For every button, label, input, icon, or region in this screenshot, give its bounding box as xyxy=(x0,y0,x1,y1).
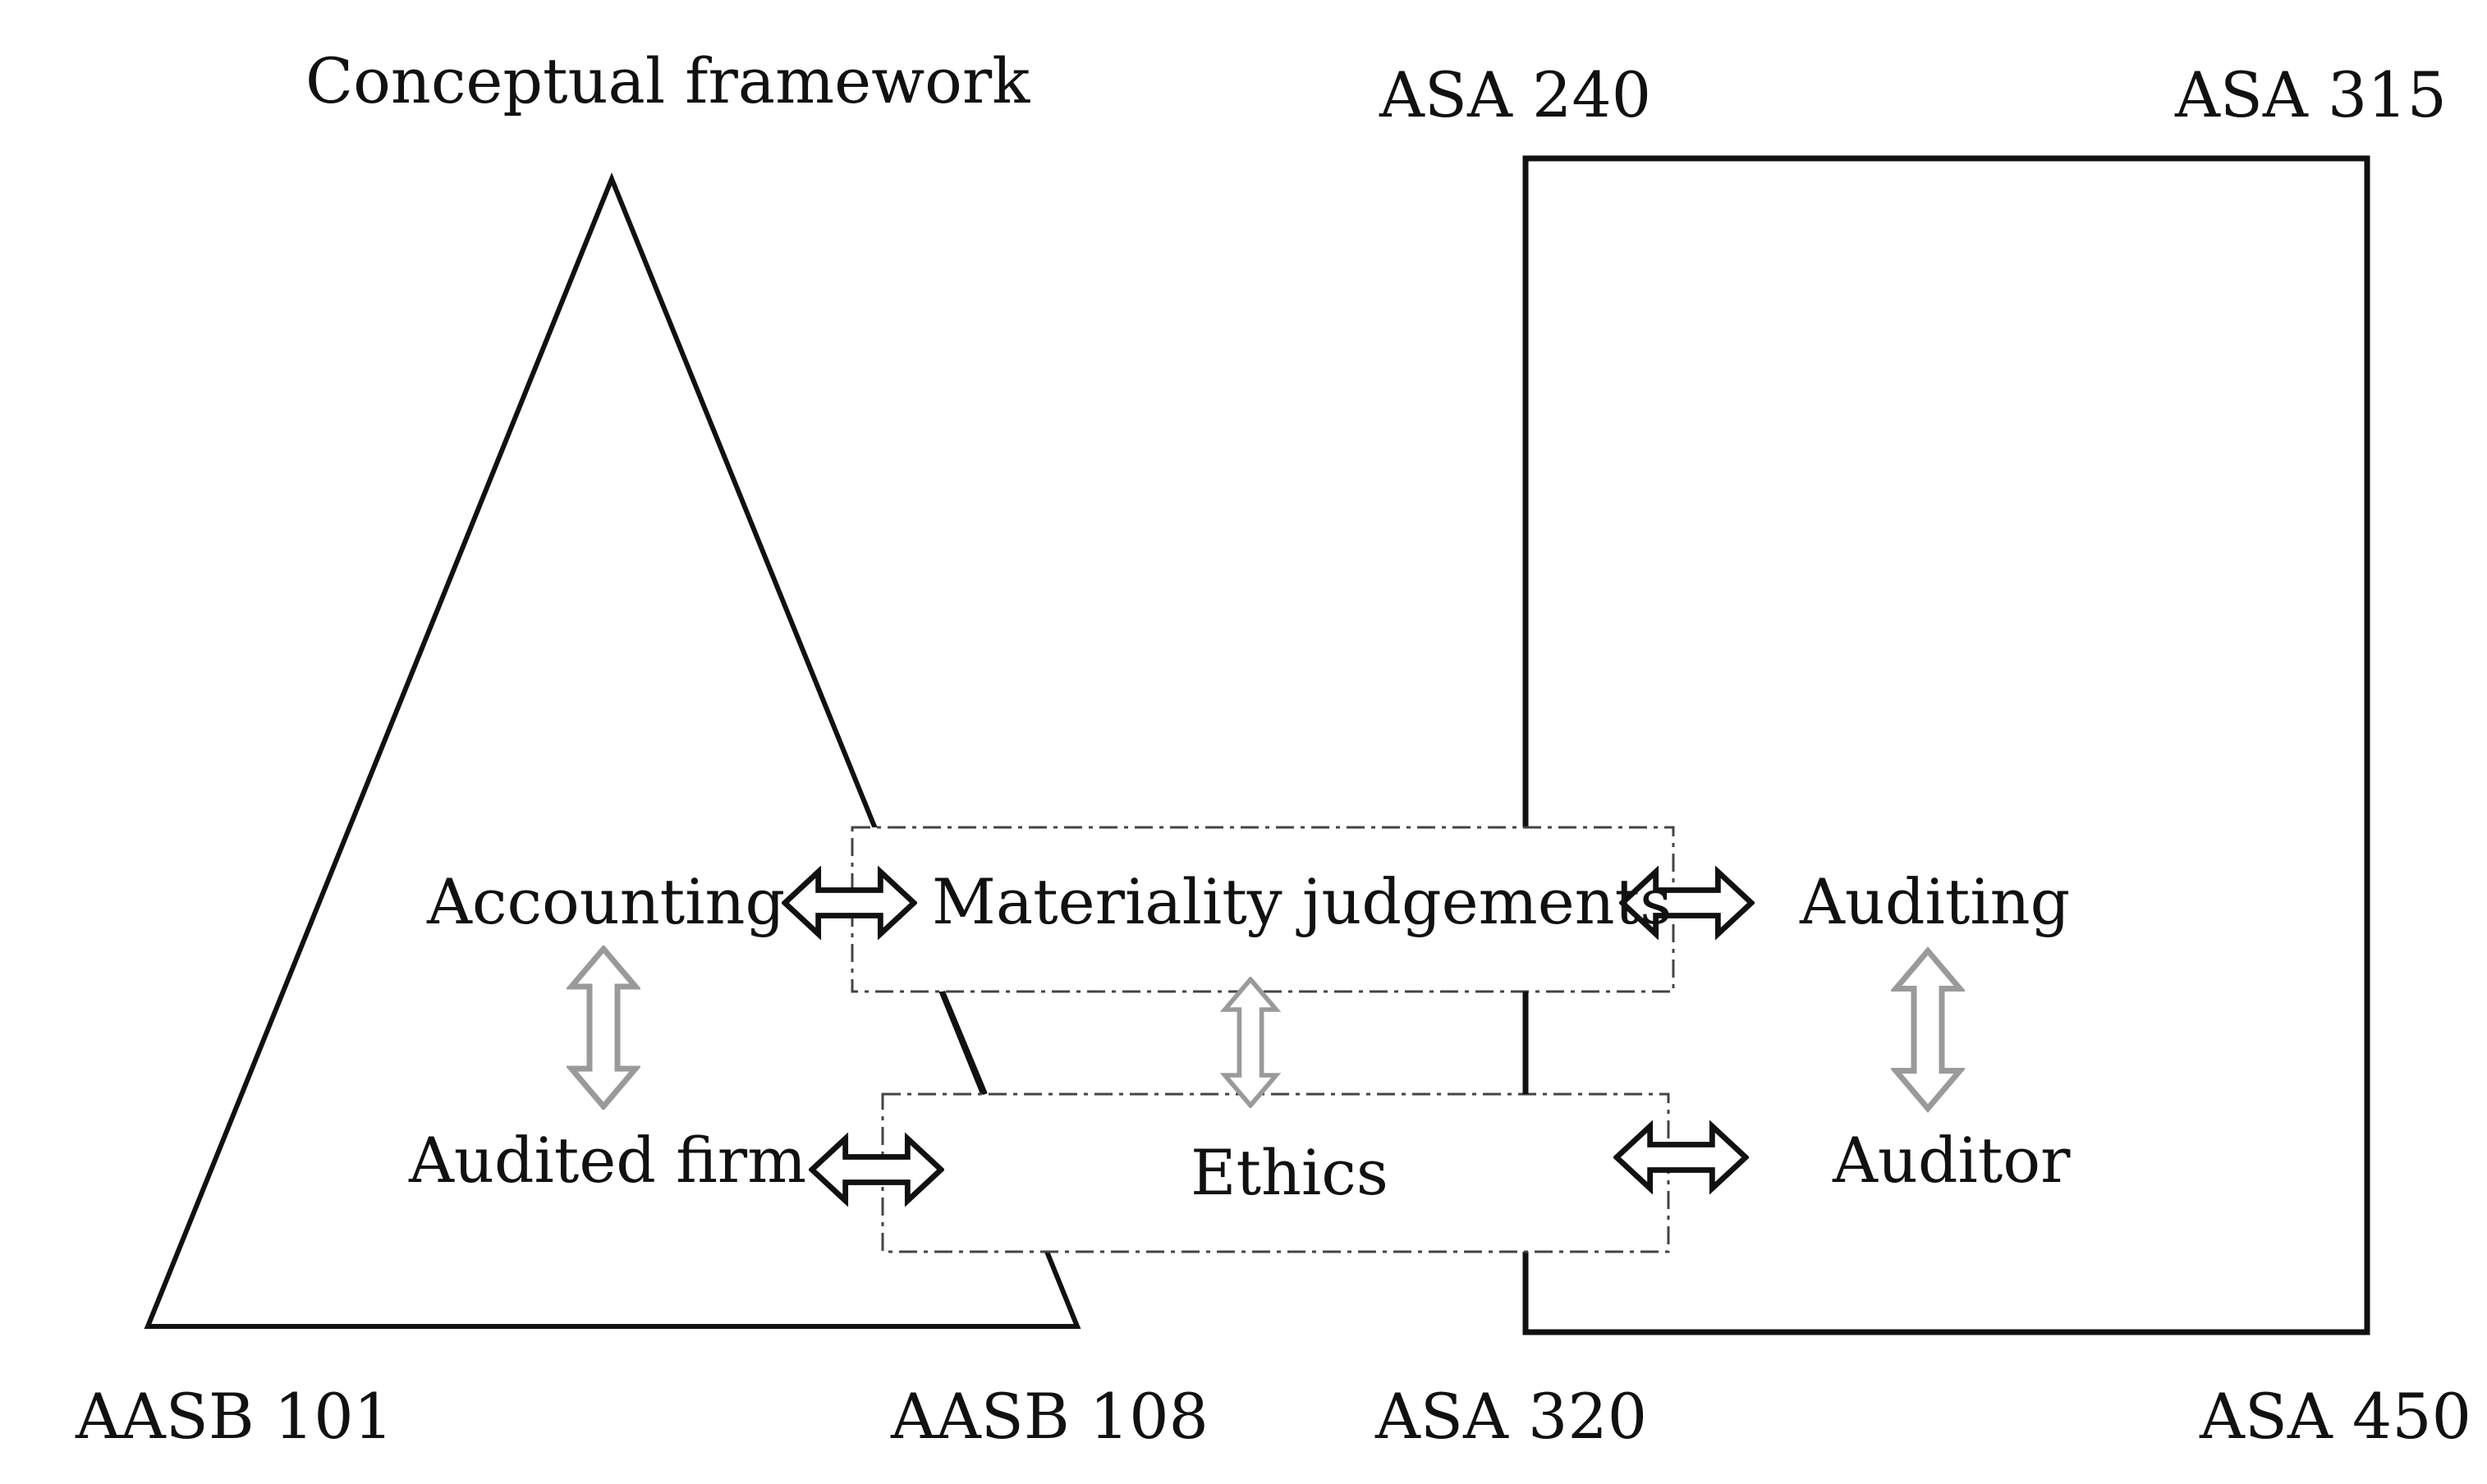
ethics-auditor-arrow xyxy=(1617,1126,1746,1189)
node-auditor: Auditor xyxy=(1832,1124,2071,1197)
label-asa-320: ASA 320 xyxy=(1374,1380,1647,1453)
ethics-dashed-box xyxy=(881,1092,1670,1253)
node-auditing: Auditing xyxy=(1799,865,2070,938)
title-conceptual-framework: Conceptual framework xyxy=(305,44,1030,117)
accounting-firm-arrow xyxy=(571,949,636,1106)
label-asa-315: ASA 315 xyxy=(2174,58,2447,131)
auditing-auditor-arrow xyxy=(1896,951,1960,1109)
accounting-materiality-arrow xyxy=(785,872,914,934)
node-accounting: Accounting xyxy=(426,865,785,938)
node-ethics: Ethics xyxy=(1191,1136,1388,1209)
materiality-ethics-arrow xyxy=(1225,979,1276,1106)
label-aasb-108: AASB 108 xyxy=(890,1380,1209,1453)
node-audited-firm: Audited firm xyxy=(408,1124,806,1197)
firm-ethics-arrow xyxy=(812,1138,941,1201)
label-aasb-101: AASB 101 xyxy=(75,1380,393,1453)
node-materiality-judgements: Materiality judgements xyxy=(932,865,1672,938)
triangle-edge-segment xyxy=(940,990,988,1096)
label-asa-450: ASA 450 xyxy=(2199,1380,2471,1453)
auditing-box xyxy=(1522,155,2370,1335)
accounting-triangle xyxy=(144,172,1081,1329)
label-asa-240: ASA 240 xyxy=(1379,58,1651,131)
